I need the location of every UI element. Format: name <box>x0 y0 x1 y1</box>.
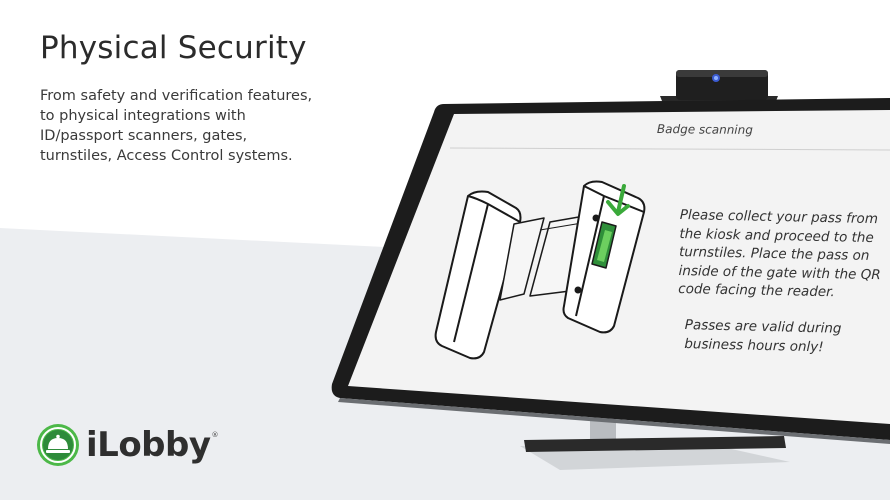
camera-icon <box>660 70 778 106</box>
trademark-mark: ® <box>211 431 219 439</box>
down-arrow-icon <box>606 184 630 216</box>
turnstile-illustration <box>434 180 646 360</box>
screen-validity-note: Passes are valid during business hours o… <box>684 316 842 357</box>
page-title: Physical Security <box>40 30 307 66</box>
service-bell-icon <box>37 424 79 466</box>
screen-title: Badge scanning <box>656 122 753 138</box>
ilobby-logo: iLobby ® <box>36 423 219 467</box>
page-description: From safety and verification features, t… <box>40 88 313 164</box>
validity-line: business hours only! <box>684 335 824 355</box>
screen-instructions: Please collect your pass from the kiosk … <box>678 206 882 303</box>
brand-name: iLobby <box>86 425 211 465</box>
